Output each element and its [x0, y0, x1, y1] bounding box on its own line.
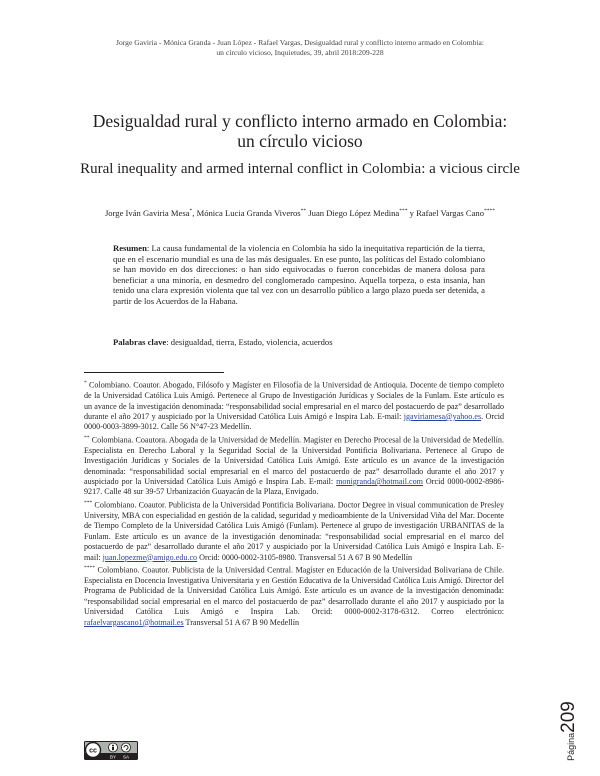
email-link[interactable]: rafaelvargascano1@hotmail.es — [84, 617, 184, 627]
footnote: ** Colombiana. Coautora. Abogada de la U… — [84, 434, 505, 497]
author-name: Rafael Vargas Cano — [416, 207, 485, 218]
email-link[interactable]: monigranda@hotmail.com — [336, 477, 423, 487]
author-list: Jorge Iván Gaviria Mesa*, Mónica Lucia G… — [104, 207, 496, 218]
keywords: Palabras clave: desigualdad, tierra, Est… — [113, 337, 485, 348]
license-by-text: BY — [110, 755, 116, 760]
page-number: 209 — [557, 701, 579, 733]
creative-commons-by-sa-icon[interactable]: cc BY SA — [84, 741, 138, 760]
footnote-marker[interactable]: **** — [484, 208, 496, 214]
title-spanish: Desigualdad rural y conflicto interno ar… — [92, 111, 508, 151]
keywords-label: Palabras clave — [113, 337, 167, 347]
email-link[interactable]: jgaviriamesa@yahoo.es — [403, 411, 482, 421]
abstract: Resumen: La causa fundamental de la viol… — [113, 243, 485, 307]
abstract-text: : La causa fundamental de la violencia e… — [113, 243, 485, 306]
footnote-marker[interactable]: * — [189, 208, 193, 214]
running-head-line: un círculo vicioso, Inquietudes, 39, abr… — [216, 48, 384, 57]
svg-text:cc: cc — [89, 748, 97, 755]
title-english: Rural inequality and armed internal conf… — [80, 161, 520, 177]
email-link[interactable]: juan.lopezme@amigo.edu.co — [102, 552, 198, 562]
page-number-block: Página209 — [553, 700, 589, 770]
author-name: Jorge Iván Gaviria Mesa — [104, 207, 190, 218]
license-sa-text: SA — [123, 755, 129, 760]
abstract-label: Resumen — [113, 243, 147, 253]
footnote-marker[interactable]: *** — [399, 208, 408, 214]
footnote: *** Colombiano. Coautor. Publicista de l… — [84, 499, 504, 562]
footnote: **** Colombiano. Coautor. Publicista de … — [84, 564, 504, 627]
footnotes: * Colombiano. Coautor. Abogado, Filósofo… — [84, 378, 504, 628]
keywords-text: : desigualdad, tierra, Estado, violencia… — [166, 337, 333, 347]
author-name: Mónica Lucia Granda Viveros — [196, 207, 301, 218]
running-head-line: Jorge Gaviria - Mónica Granda - Juan Lóp… — [116, 38, 484, 47]
page-label: Página — [565, 732, 576, 761]
running-head: Jorge Gaviria - Mónica Granda - Juan Lóp… — [0, 38, 600, 58]
author-name: Juan Diego López Medina — [308, 207, 400, 218]
footnote-divider — [84, 372, 224, 373]
footnote-marker[interactable]: ** — [300, 208, 307, 214]
footnote: * Colombiano. Coautor. Abogado, Filósofo… — [84, 380, 504, 432]
